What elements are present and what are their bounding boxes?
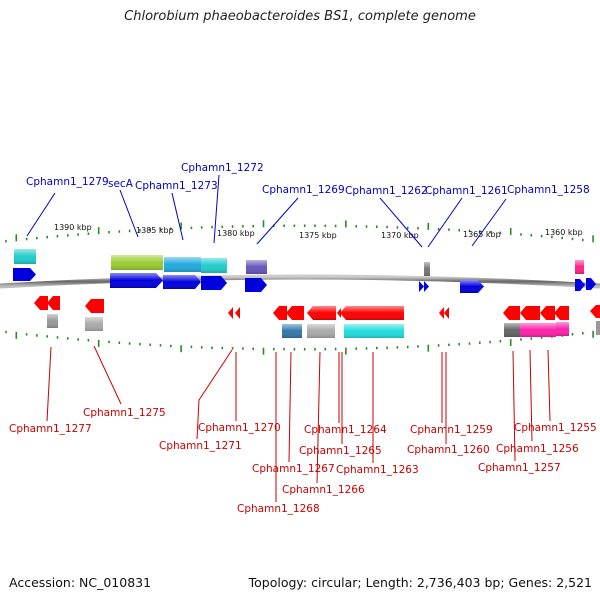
gene-arrow-rev [439, 307, 444, 319]
gene-arrow-rev [47, 296, 60, 310]
gene-arrow-rev [444, 307, 449, 319]
scale-ticks-top [5, 220, 594, 243]
gene-label-cphamn1-1256: Cphamn1_1256 [496, 443, 579, 455]
gene-arrow-rev [540, 306, 555, 320]
gene-label-seca: secA [108, 178, 134, 190]
gene-label-cphamn1-1267: Cphamn1_1267 [252, 463, 335, 475]
gene-arrow-fwd [424, 281, 429, 292]
gene-arrow-rev [520, 306, 540, 320]
gene-arrow-fwd [575, 279, 585, 291]
gene-arrow-fwd [245, 278, 267, 292]
gene-label-cphamn1-1257: Cphamn1_1257 [478, 462, 561, 474]
gene-arrow-fwd [201, 276, 227, 290]
scale-label: 1360 kbp [545, 228, 583, 237]
page-title: Chlorobium phaeobacteroides BS1, complet… [124, 9, 476, 24]
gene-arrow-rev [85, 299, 104, 313]
gene-label-cphamn1-1279: Cphamn1_1279 [26, 176, 109, 188]
gene-label-cphamn1-1271: Cphamn1_1271 [159, 440, 242, 452]
scale-label: 1375 kbp [299, 231, 337, 240]
scale-label: 1380 kbp [217, 229, 255, 238]
gene-arrow-rev [228, 307, 233, 319]
gene-arrow-rev [590, 305, 600, 318]
gene-arrow-rev [286, 306, 304, 320]
scale-label: 1385 kbp [136, 226, 174, 235]
feature-box-edge [596, 321, 600, 335]
gene-label-cphamn1-1273: Cphamn1_1273 [135, 180, 218, 192]
forward-feature-boxes [14, 249, 584, 276]
gene-label-cphamn1-1270: Cphamn1_1270 [198, 422, 281, 434]
topology-text: Topology: circular; Length: 2,736,403 bp… [248, 575, 592, 590]
gene-label-cphamn1-1263: Cphamn1_1263 [336, 464, 419, 476]
gene-label-cphamn1-1264: Cphamn1_1264 [304, 424, 387, 436]
gene-label-cphamn1-1258: Cphamn1_1258 [507, 184, 590, 196]
gene-label-cphamn1-1260: Cphamn1_1260 [407, 444, 490, 456]
gene-label-cphamn1-1266: Cphamn1_1266 [282, 484, 365, 496]
gene-label-cphamn1-1255: Cphamn1_1255 [514, 422, 597, 434]
accession-text: Accession: NC_010831 [9, 575, 152, 590]
gene-label-cphamn1-1265: Cphamn1_1265 [299, 445, 382, 457]
scale-label: 1390 kbp [54, 223, 92, 232]
gene-arrow-fwd [13, 268, 36, 281]
gene-arrow-rev [273, 306, 287, 320]
reverse-feature-boxes [47, 314, 600, 338]
gene-label-cphamn1-1268: Cphamn1_1268 [237, 503, 320, 515]
gene-arrow-fwd [419, 281, 424, 292]
scale-ticks-bottom [5, 330, 594, 355]
gene-arrow-fwd [586, 278, 596, 290]
gene-label-cphamn1-1275: Cphamn1_1275 [83, 407, 166, 419]
reverse-leader-lines [46, 345, 551, 502]
forward-gene-labels: Cphamn1_1279 secA Cphamn1_1273 Cphamn1_1… [26, 162, 590, 197]
scale-label: 1370 kbp [381, 231, 419, 240]
gene-arrow-rev [235, 307, 240, 319]
gene-label-cphamn1-1277: Cphamn1_1277 [9, 423, 92, 435]
gene-label-cphamn1-1262: Cphamn1_1262 [345, 185, 428, 197]
gene-arrow-rev [337, 308, 341, 318]
scale-labels: 1390 kbp 1385 kbp 1380 kbp 1375 kbp 1370… [54, 223, 583, 240]
gene-label-cphamn1-1272: Cphamn1_1272 [181, 162, 264, 174]
gene-label-cphamn1-1269: Cphamn1_1269 [262, 184, 345, 196]
gene-arrow-rev [34, 296, 48, 310]
reverse-gene-labels: Cphamn1_1277 Cphamn1_1275 Cphamn1_1271 C… [9, 407, 597, 515]
gene-arrow-rev [503, 306, 520, 320]
gene-arrow-rev [554, 306, 569, 320]
forward-leader-lines [26, 174, 507, 248]
gene-label-cphamn1-1261: Cphamn1_1261 [425, 185, 508, 197]
genome-backbone [0, 274, 600, 289]
scale-label: 1365 kbp [463, 230, 501, 239]
gene-label-cphamn1-1259: Cphamn1_1259 [410, 424, 493, 436]
